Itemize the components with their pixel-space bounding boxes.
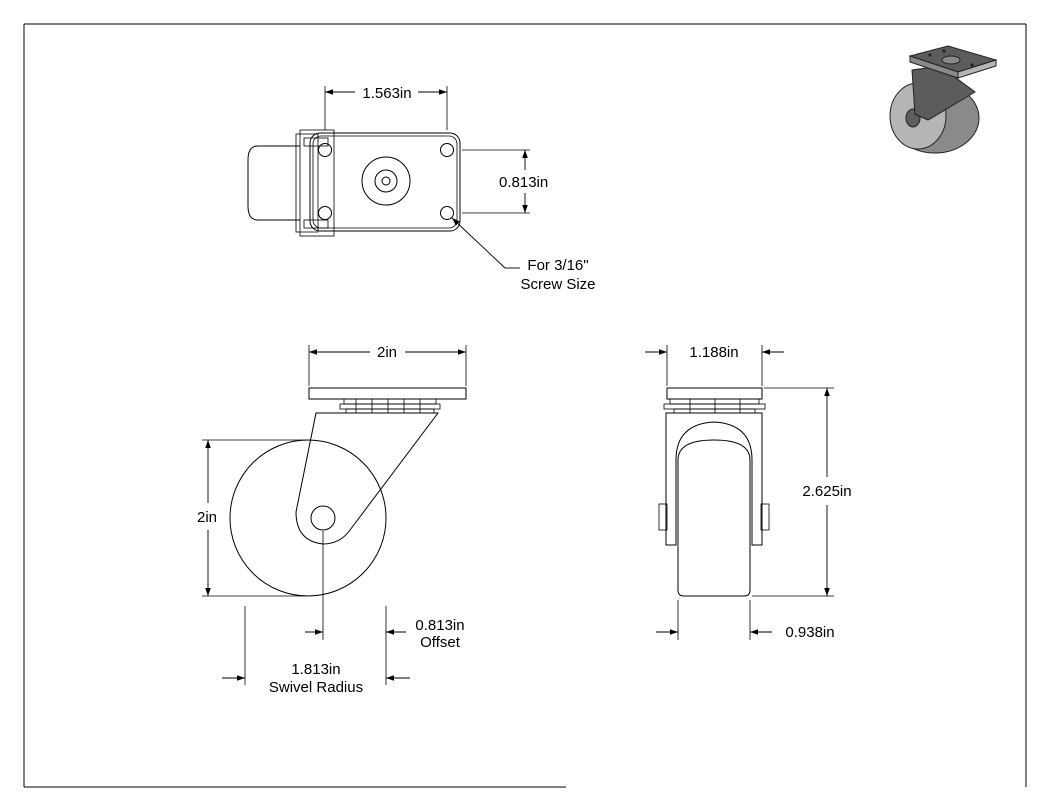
dim-swivel-label: Swivel Radius [269, 679, 363, 696]
kingpin-boss [361, 156, 411, 206]
side-view: 1.188in 2.625in 0.938in [645, 344, 852, 641]
front-plate [308, 387, 467, 400]
top-plate [309, 132, 461, 232]
leader-line [451, 217, 506, 269]
dim-side-plate-width: 1.188in [689, 344, 738, 361]
sheet-border [23, 23, 1027, 788]
side-plate [666, 387, 763, 400]
mount-hole [440, 206, 454, 220]
dim-offset-value: 0.813in [415, 617, 464, 634]
dim-plate-width: 2in [377, 344, 397, 361]
screw-note-line1: For 3/16" [527, 257, 588, 274]
dim-swivel-value: 1.813in [291, 661, 340, 678]
side-fork [665, 412, 763, 546]
top-view-wheel [247, 145, 300, 221]
mount-hole [440, 143, 454, 157]
isometric-caster-preview [889, 45, 998, 154]
top-view: 1.563in 0.813in For 3/16" Screw Size [247, 85, 596, 293]
axle-nut [658, 503, 668, 531]
screw-note-line2: Screw Size [520, 276, 595, 293]
axle [310, 505, 336, 531]
mount-hole [318, 143, 332, 157]
front-wheel [229, 439, 309, 597]
axle-nut [760, 503, 770, 531]
dim-wheel-diameter: 2in [197, 509, 217, 526]
dim-top-width: 1.563in [362, 85, 411, 102]
fork-arm [295, 412, 440, 545]
dim-hole-spacing: 0.813in [499, 174, 548, 191]
dim-offset-label: Offset [420, 634, 461, 651]
front-view: 2in 2in 0.813in Offset 1.813in Swivel Ra… [197, 344, 467, 696]
mount-hole [318, 206, 332, 220]
side-wheel [677, 439, 751, 597]
dim-wheel-width: 0.938in [785, 624, 834, 641]
dim-overall-height: 2.625in [802, 483, 851, 500]
